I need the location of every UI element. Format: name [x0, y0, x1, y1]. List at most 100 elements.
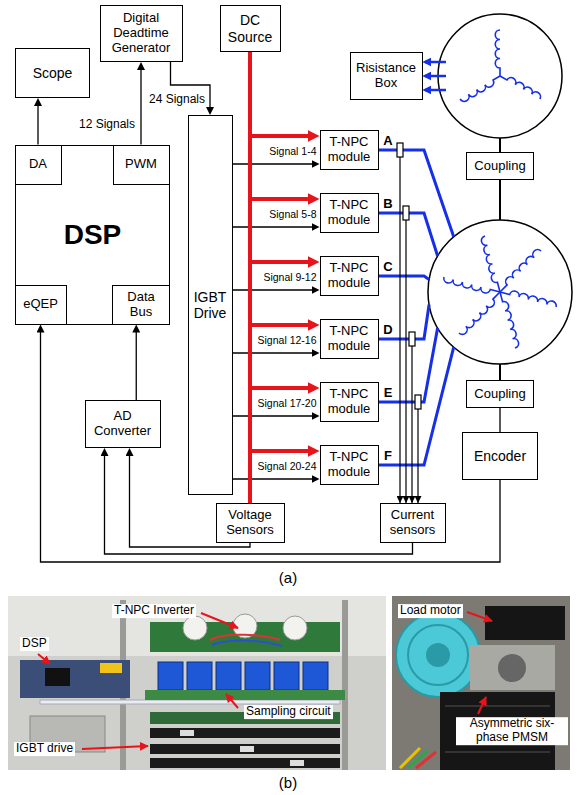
node-text: Current sensors	[384, 508, 442, 538]
signal-label: 12 Signals	[79, 118, 135, 132]
photo-callout: Asymmetric six-phase PMSM	[456, 717, 568, 745]
shaft	[499, 364, 501, 380]
node-text: Digital Deadtime Generator	[104, 11, 179, 56]
coupling-box: Coupling	[466, 152, 534, 180]
phase-letter: B	[383, 197, 392, 212]
photo-callout: Sampling circuit	[244, 705, 333, 719]
node-text: Data Bus	[116, 290, 166, 320]
cable	[416, 752, 436, 768]
resistance-box: Risistance Box	[350, 52, 423, 100]
callout-arrow	[82, 746, 148, 749]
load-lead	[425, 61, 446, 64]
sensor-lead	[417, 409, 418, 503]
relay	[158, 662, 183, 690]
fan	[396, 613, 480, 697]
relay	[274, 662, 299, 690]
current-sensor-symbol	[397, 143, 403, 157]
dsp-box: DSP DA PWM eQEP Data Bus	[15, 145, 170, 325]
signal-connector	[233, 478, 317, 479]
signal-connector	[140, 65, 141, 145]
fan-hub	[426, 643, 450, 667]
chip	[290, 760, 304, 766]
threaded-rod	[342, 600, 348, 770]
power-bus	[250, 52, 314, 136]
signal-connector	[105, 451, 413, 554]
signal-connector	[233, 163, 317, 164]
sensor-box: Voltage Sensors	[216, 503, 285, 543]
node-text: T-NPC module	[324, 198, 375, 228]
node-text: T-NPC module	[324, 261, 375, 291]
phase-wire	[378, 150, 454, 237]
sensor-lead	[399, 157, 400, 503]
photo-callout: T-NPC Inverter	[112, 604, 196, 618]
callout-arrow	[467, 612, 492, 621]
photo-callout: IGBT drive	[14, 742, 75, 756]
signal-connector	[233, 226, 317, 227]
phase-letter: C	[383, 260, 392, 275]
dsp-board	[20, 660, 130, 698]
node-text: T-NPC module	[324, 135, 375, 165]
panel-tag: (b)	[279, 774, 297, 791]
phase-wire	[378, 305, 429, 340]
generator-box: Digital Deadtime Generator	[100, 5, 183, 62]
inverter-module: T-NPC module	[320, 319, 379, 359]
connector	[100, 663, 122, 673]
fan-grille	[408, 625, 468, 685]
drive-board	[150, 758, 340, 768]
winding-coil	[459, 292, 500, 334]
phase-letter: A	[383, 134, 392, 149]
motor-rib	[445, 705, 550, 707]
signal-label: Signal 9-12	[263, 271, 316, 283]
current-sensor-symbol	[415, 395, 421, 409]
pmsm-outline	[428, 220, 572, 364]
photo-background	[392, 596, 570, 770]
node-text: PWM	[125, 157, 157, 172]
photo-callout: DSP	[20, 637, 49, 651]
phase-wire	[378, 328, 438, 402]
sensor-box: Current sensors	[380, 503, 446, 543]
node-text: DSP	[64, 219, 122, 251]
callout-arrow	[38, 654, 50, 664]
node-text: AD Converter	[89, 409, 157, 439]
node-text: Voltage Sensors	[220, 508, 281, 538]
panel-tag: (a)	[279, 569, 297, 586]
power-bus	[250, 52, 314, 451]
port-box: PWM	[113, 145, 170, 185]
winding-coil	[460, 76, 500, 101]
signal-label: Signal 20-24	[258, 460, 317, 472]
node-text: Encoder	[474, 448, 526, 464]
encoder-box: Encoder	[462, 432, 538, 480]
callout-arrow	[226, 694, 238, 708]
signal-connector	[233, 289, 317, 290]
phase-letter: F	[384, 449, 392, 464]
acrylic-shelf	[40, 700, 340, 704]
load-motor-body	[485, 606, 565, 640]
motor-rib	[445, 751, 550, 753]
inverter-module: T-NPC module	[320, 130, 379, 170]
node-text: Scope	[33, 65, 73, 81]
node-text: T-NPC module	[324, 387, 375, 417]
signal-connector	[37, 101, 38, 145]
signal-connector	[233, 415, 317, 416]
power-bus	[248, 52, 252, 503]
shaft	[499, 180, 501, 220]
port-box: DA	[15, 145, 62, 185]
relay	[187, 662, 212, 690]
signal-connector	[41, 328, 501, 563]
current-sensor-symbol	[403, 206, 409, 220]
scope-box: Scope	[15, 48, 90, 98]
converter-box: AD Converter	[85, 400, 161, 448]
node-text: T-NPC module	[324, 324, 375, 354]
sampling-board	[145, 690, 345, 700]
winding-coil	[495, 30, 500, 76]
chip	[240, 746, 254, 752]
phase-wire	[378, 347, 454, 465]
port-box: eQEP	[15, 285, 67, 325]
sensor-lead	[405, 220, 406, 503]
power-bus	[250, 52, 314, 199]
signal-label: Signal 12-16	[258, 334, 317, 346]
drive-board	[150, 744, 340, 754]
shaft	[499, 138, 501, 152]
